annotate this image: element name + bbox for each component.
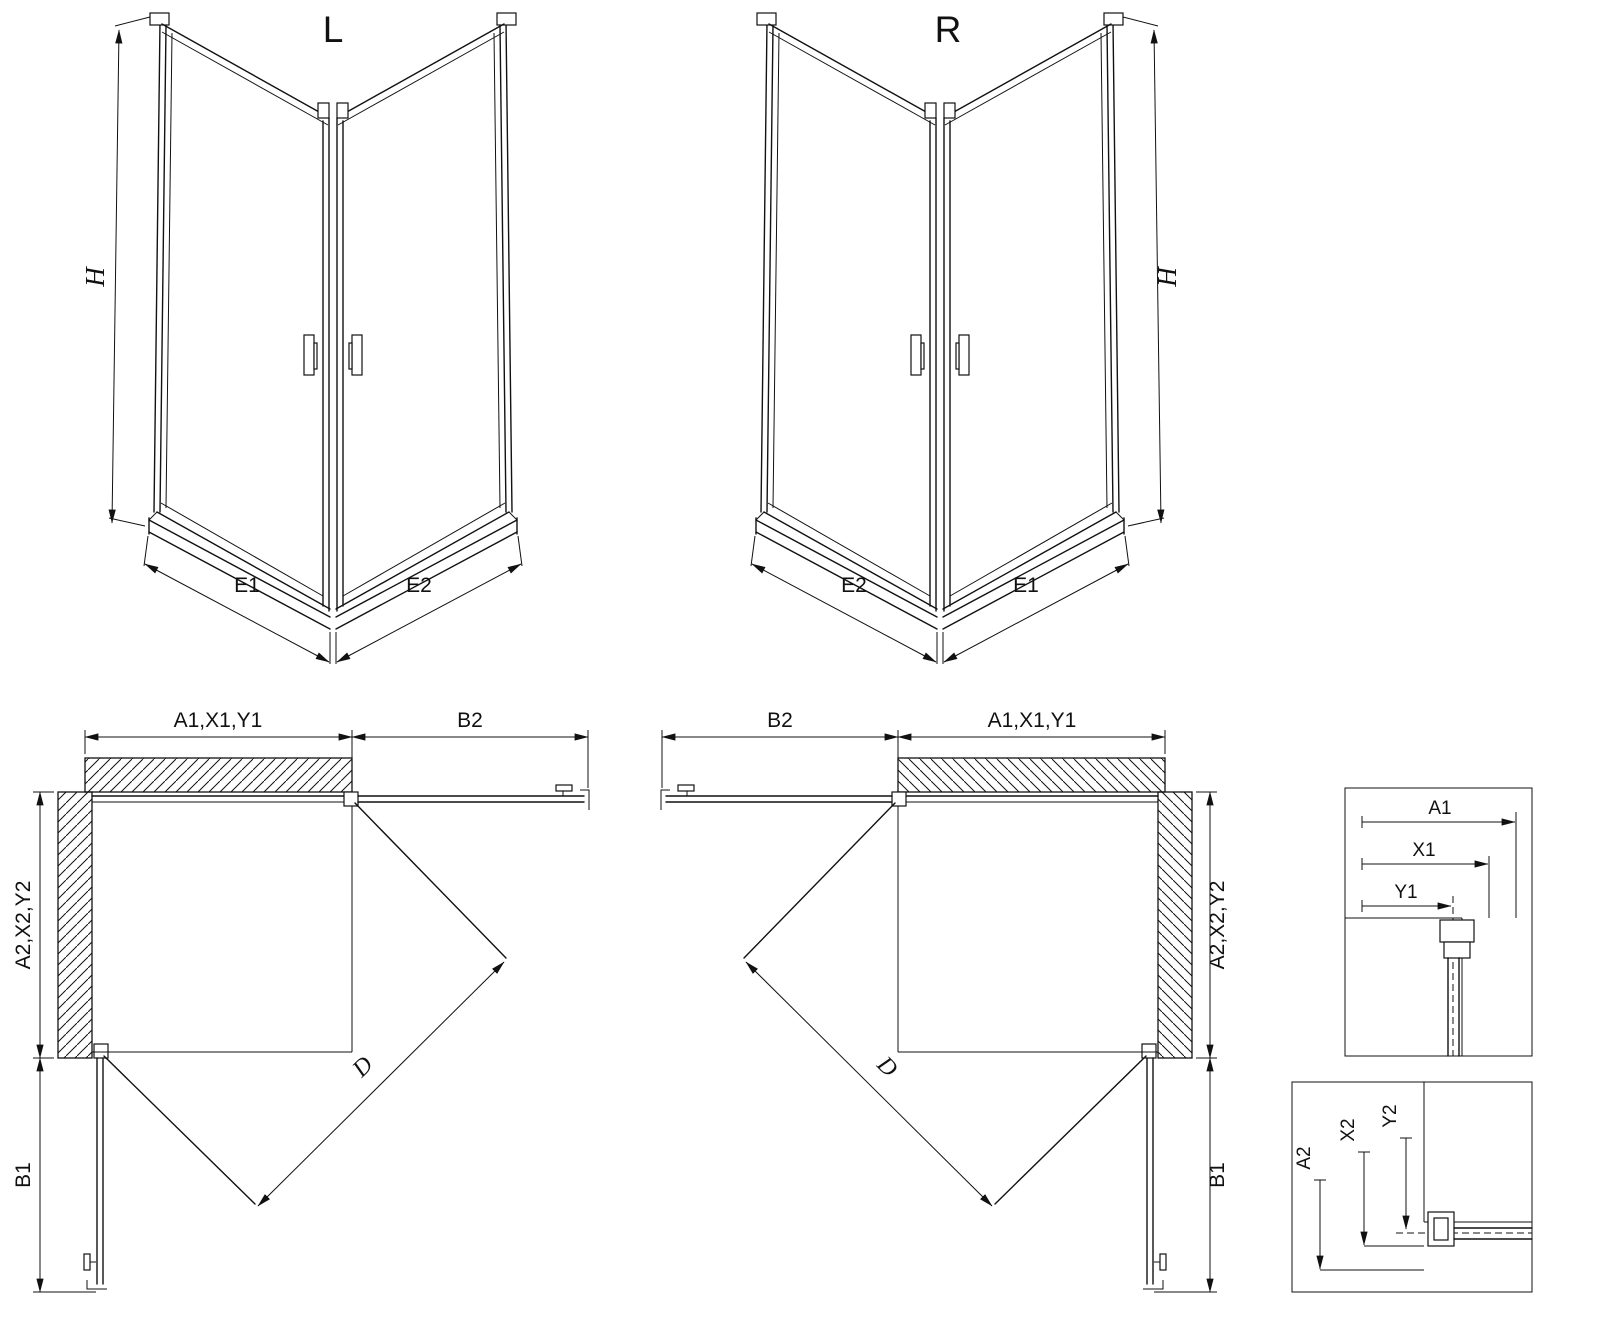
detail-dim-x2: X2 (1338, 1118, 1359, 1141)
dim-label-e1-left: E1 (234, 574, 260, 597)
plan-left-entry-side-dim: B1 (12, 1162, 35, 1188)
dim-label-e2-right: E2 (841, 574, 867, 597)
dim-label-e1-right: E1 (1013, 574, 1039, 597)
detail-dim-a1: A1 (1428, 798, 1451, 819)
view-title-left: L (323, 9, 344, 50)
plan-right-side-dim: A2,X2,Y2 (1206, 881, 1229, 970)
detail-profile-horizontal (1344, 787, 1533, 1057)
dim-label-e2-left: E2 (406, 574, 432, 597)
detail-dim-x1: X1 (1412, 840, 1435, 861)
plan-view-left (33, 730, 589, 1292)
perspective-view-right (751, 13, 1164, 664)
plan-left-side-dim: A2,X2,Y2 (12, 881, 35, 970)
dim-label-height-right: H (1152, 266, 1182, 288)
detail-dim-a2: A2 (1294, 1146, 1315, 1169)
dim-label-height-left: H (80, 266, 110, 288)
plan-right-diagonal-dim: D (871, 1051, 902, 1082)
plan-right-entry-top-dim: B2 (767, 709, 793, 732)
plan-view-right (661, 730, 1217, 1292)
perspective-view-left (109, 13, 522, 664)
detail-dim-y1: Y1 (1394, 882, 1417, 903)
detail-profile-vertical (1291, 1081, 1533, 1293)
plan-left-entry-top-dim: B2 (457, 709, 483, 732)
view-title-right: R (935, 9, 962, 50)
plan-right-entry-side-dim: B1 (1206, 1162, 1229, 1188)
detail-dim-y2: Y2 (1380, 1104, 1401, 1127)
plan-right-top-dim: A1,X1,Y1 (988, 709, 1077, 732)
plan-left-diagonal-dim: D (347, 1052, 378, 1083)
plan-left-top-dim: A1,X1,Y1 (174, 709, 263, 732)
